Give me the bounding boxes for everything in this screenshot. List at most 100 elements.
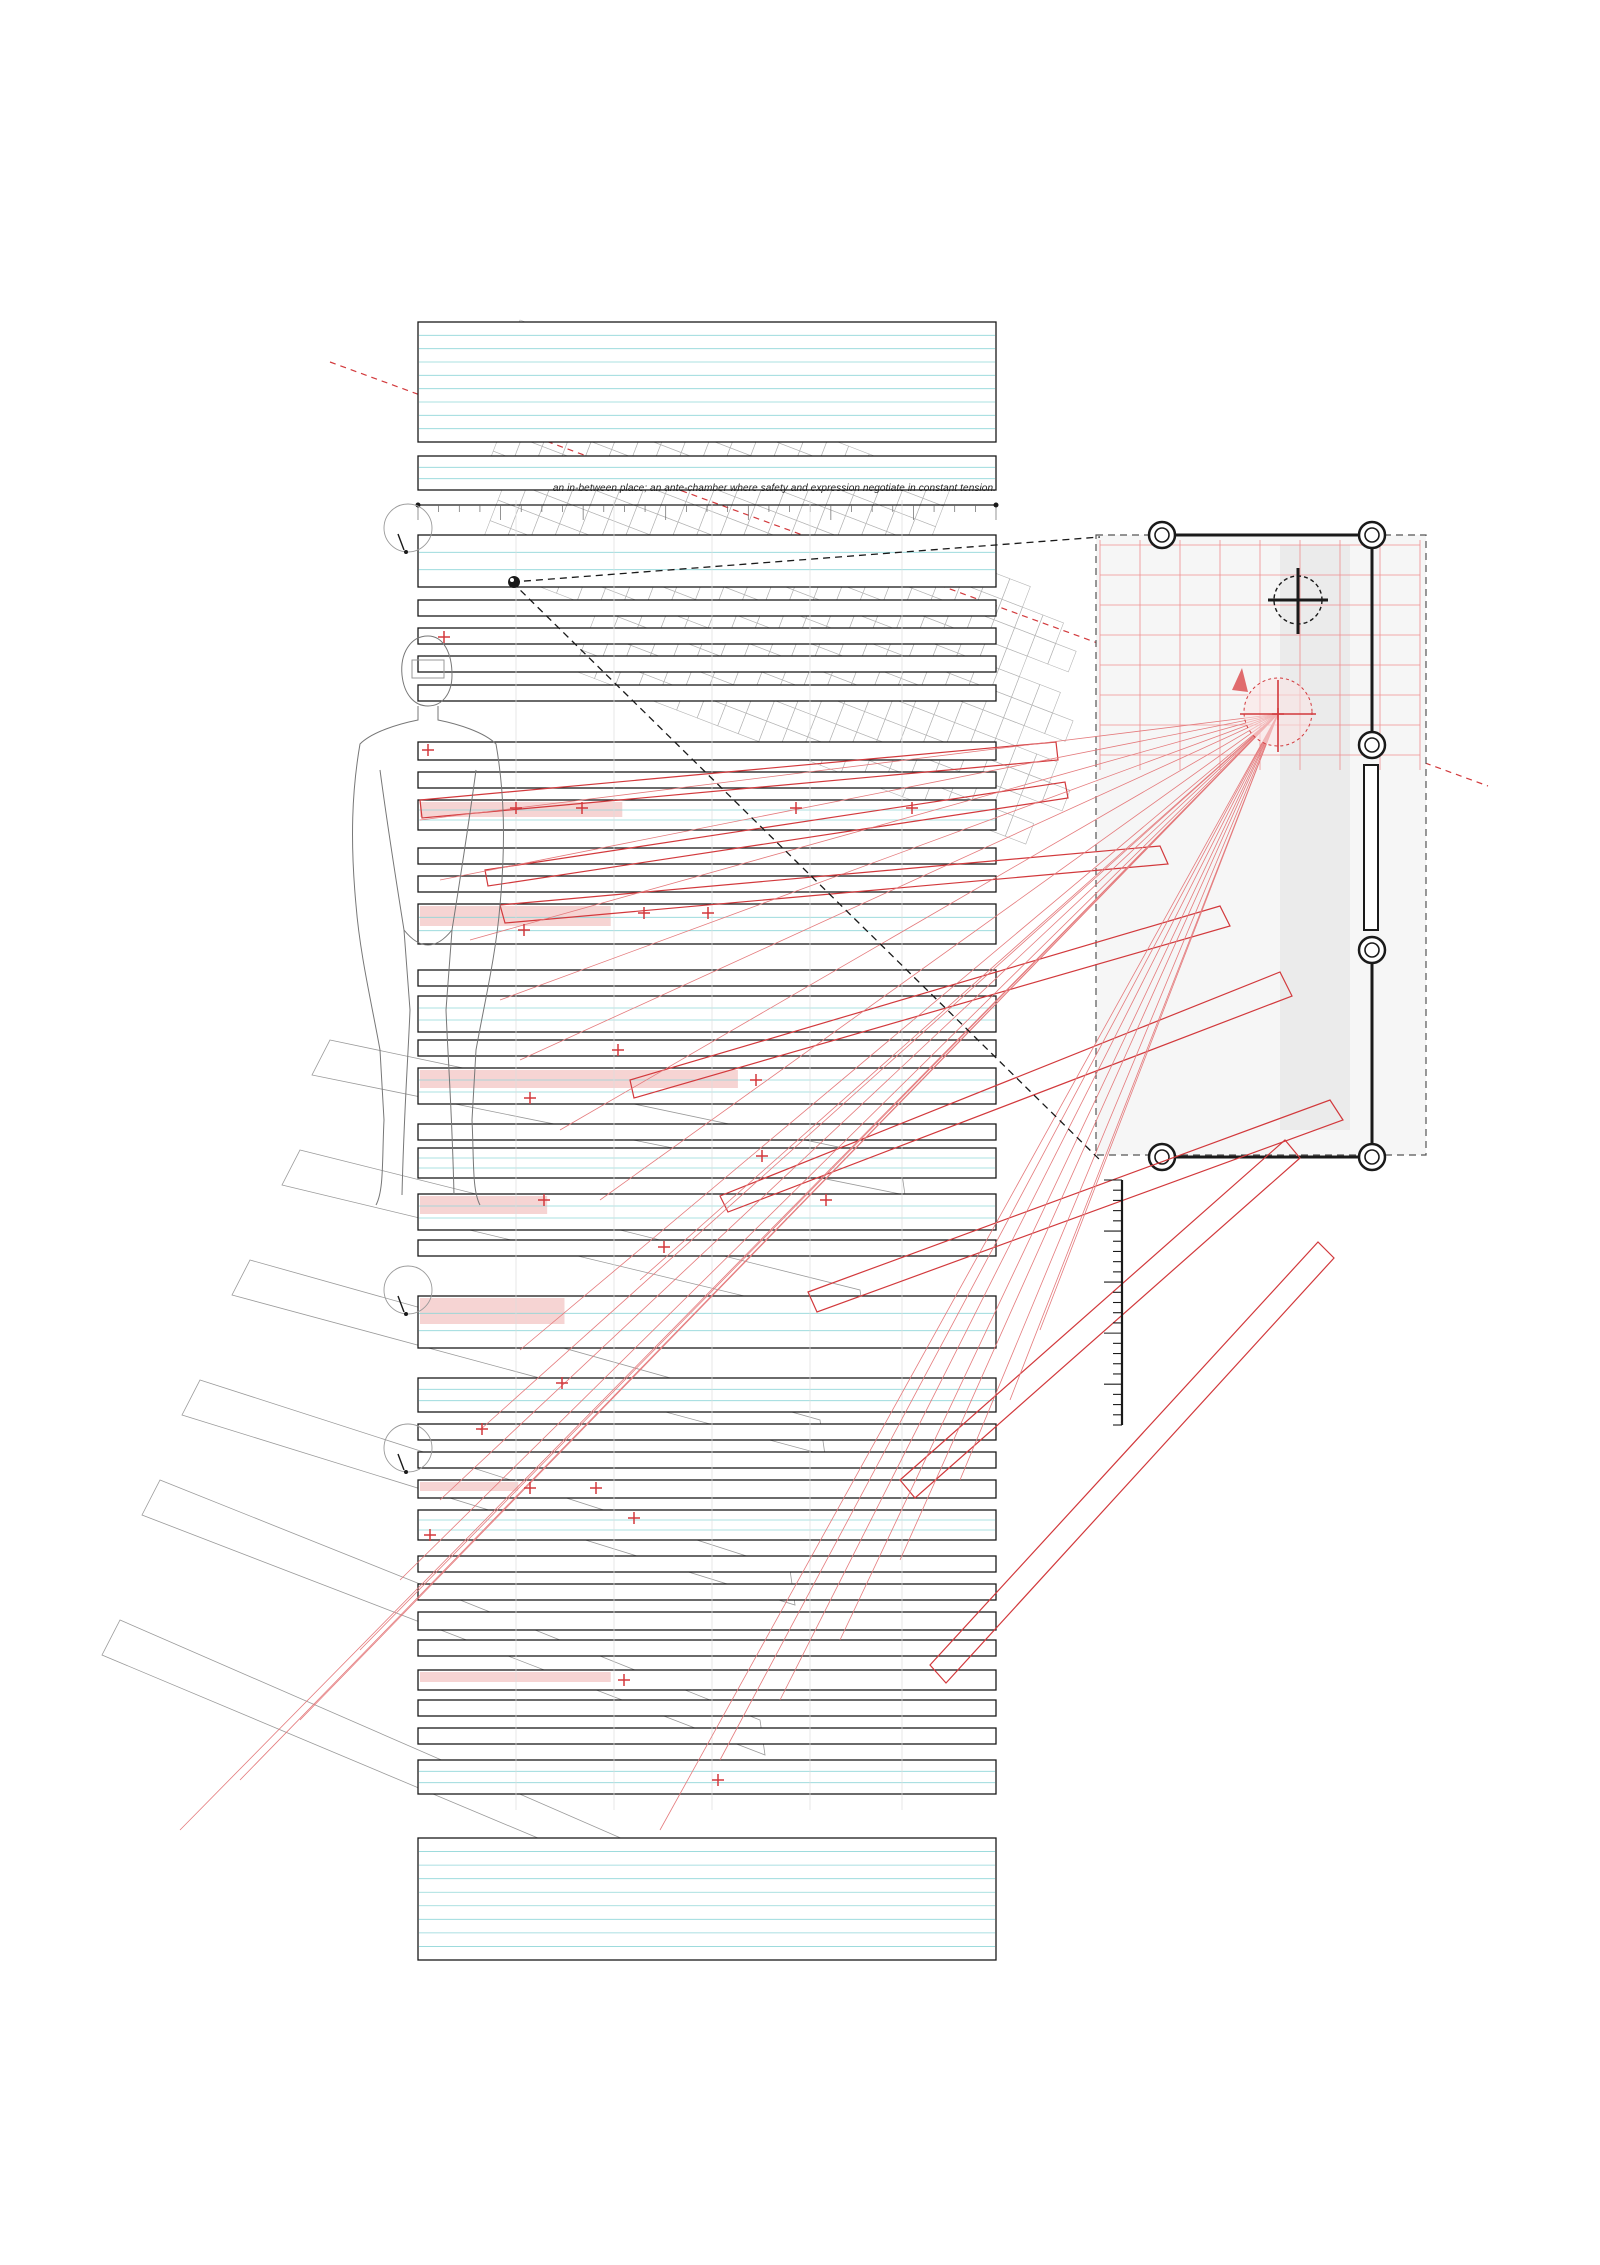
strip	[417, 1837, 997, 1961]
grid-cell	[856, 711, 886, 741]
red-sight-ray	[559, 713, 1279, 1131]
section-dot	[404, 1470, 408, 1474]
pivot-inner-ring	[1364, 942, 1380, 958]
strip	[417, 1193, 997, 1231]
strip	[417, 799, 997, 831]
viewpoint-dot-icon	[508, 576, 520, 588]
strip-highlight	[420, 1070, 738, 1088]
strip-highlight	[420, 1196, 548, 1214]
stacked-strip-column	[415, 321, 999, 1961]
strip	[417, 455, 997, 491]
red-cross-marker-icon	[612, 1044, 624, 1056]
red-sight-ray	[959, 713, 1279, 1481]
section-tick	[397, 533, 405, 551]
red-sight-ray	[519, 713, 1279, 1061]
strip-outline	[417, 1123, 997, 1141]
grid-cell	[786, 707, 817, 738]
grid-cell	[1003, 696, 1033, 726]
grid-cell	[954, 701, 984, 731]
strip-outline	[417, 875, 997, 893]
strip-outline	[417, 455, 997, 491]
red-sight-ray	[399, 713, 1279, 1581]
strip-highlight	[420, 906, 611, 926]
crosshair-target-icon	[1268, 568, 1328, 634]
grid-cell	[914, 497, 944, 528]
red-cross-marker-icon	[556, 1377, 568, 1389]
grid-cell	[905, 706, 935, 736]
red-tilted-panel	[807, 1099, 1344, 1313]
red-cross-marker-icon	[756, 1150, 768, 1162]
grid-cell	[865, 502, 895, 532]
red-sight-ray	[839, 713, 1279, 1641]
grid-cell	[993, 598, 1023, 629]
black-dashed-sightlines	[508, 536, 1101, 1161]
strip	[417, 534, 997, 588]
grid-cell	[1031, 684, 1061, 714]
strip	[417, 1583, 997, 1601]
grid-cell	[1014, 606, 1044, 636]
strip	[417, 995, 997, 1033]
grid-cell	[510, 507, 540, 537]
red-cross-marker-icon	[590, 1482, 602, 1494]
red-cross-marker-icon	[618, 1674, 630, 1686]
red-tilted-panel	[629, 905, 1231, 1099]
strip	[417, 1699, 997, 1717]
strip-highlight	[420, 1298, 565, 1324]
grid-cell	[538, 494, 568, 525]
grid-cell	[608, 498, 638, 528]
human-figure-outline	[352, 635, 504, 1206]
strip-outline	[417, 1555, 997, 1573]
grid-cell	[998, 647, 1028, 678]
section-tick	[397, 1453, 405, 1471]
grid-cell	[1044, 712, 1074, 742]
red-sight-ray	[439, 713, 1279, 881]
grid-cell	[1041, 782, 1071, 812]
grid-cell	[717, 704, 747, 735]
strip	[417, 1377, 997, 1413]
strip-outline	[417, 771, 997, 789]
grid-cell	[698, 509, 728, 539]
grid-cell	[559, 502, 589, 533]
red-sight-ray	[469, 713, 1279, 941]
red-cross-markers	[422, 631, 1284, 1786]
red-tilted-panel	[419, 741, 1059, 819]
red-sight-ray	[479, 713, 1279, 1431]
frame-right-slot	[1363, 764, 1379, 931]
strip-outline	[417, 1423, 997, 1441]
grid-cell	[628, 505, 658, 536]
strip-outline	[417, 684, 997, 702]
strip-outline	[417, 741, 997, 761]
measurement-scale	[1104, 1179, 1124, 1426]
strip-outline	[417, 1699, 997, 1717]
strip-highlight	[420, 1482, 519, 1491]
strip	[417, 1067, 997, 1105]
strip	[417, 321, 997, 443]
grid-cell	[1023, 704, 1053, 734]
red-cross-marker-icon	[576, 802, 588, 814]
strip-outline	[417, 847, 997, 865]
strip-tick-ruler	[415, 502, 999, 520]
red-cross-marker-icon	[438, 631, 450, 643]
strip-outline	[417, 1509, 997, 1541]
strip-outline	[417, 1147, 997, 1179]
strip	[417, 1123, 997, 1141]
grid-cell	[518, 487, 548, 517]
section-circle	[383, 1423, 433, 1473]
grid-cell	[1004, 815, 1035, 845]
red-cross-marker-icon	[524, 1482, 536, 1494]
red-sight-ray	[899, 713, 1279, 1561]
strip	[417, 1479, 997, 1499]
red-tilted-panel	[929, 1241, 1335, 1684]
grid-cell	[816, 507, 846, 537]
red-tilted-panel	[499, 845, 1169, 924]
strip	[417, 1611, 997, 1631]
red-cross-marker-icon	[510, 802, 522, 814]
section-markers	[383, 503, 433, 1474]
drawing-caption: an in-between place; an ante-chamber whe…	[553, 483, 996, 494]
red-cross-marker-icon	[712, 1774, 724, 1786]
red-cross-marker-icon	[422, 744, 434, 756]
red-cross-marker-icon	[476, 1423, 488, 1435]
strip	[417, 1423, 997, 1441]
strip-outline	[417, 627, 997, 645]
